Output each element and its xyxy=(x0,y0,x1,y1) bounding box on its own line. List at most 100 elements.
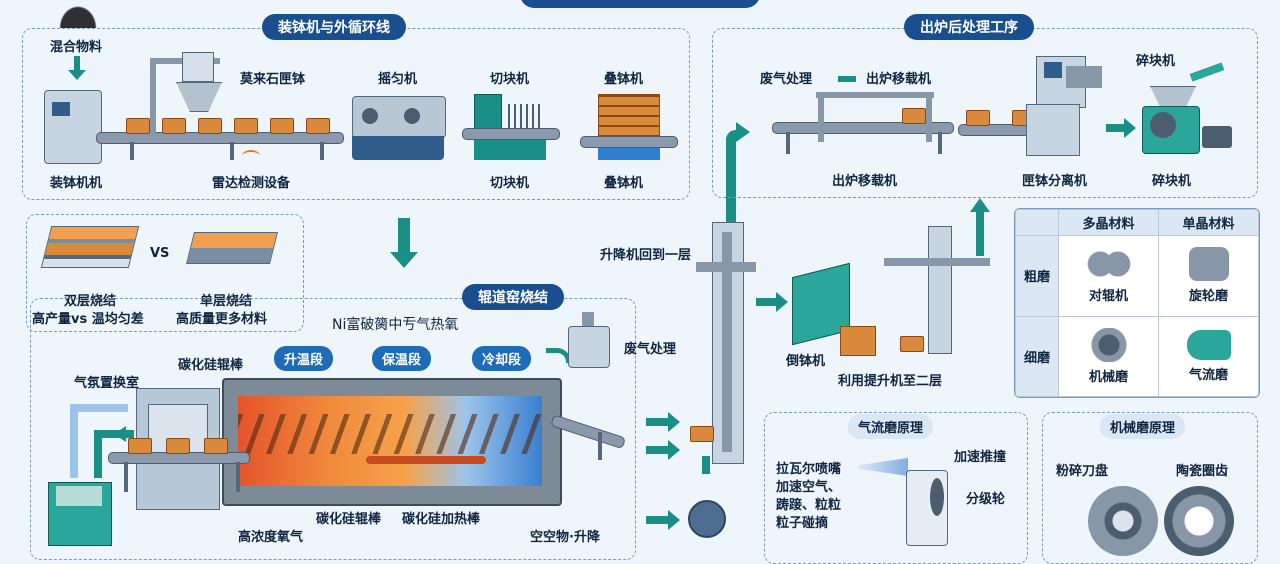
stacked-saggers xyxy=(598,94,660,136)
out-gantry xyxy=(818,94,824,142)
table-cell-mech: 机械磨 xyxy=(1058,315,1159,397)
conveyor-leg xyxy=(320,142,324,160)
out-gantry xyxy=(926,94,932,142)
table-c12: 旋轮磨 xyxy=(1188,289,1228,305)
jet-acc: 加速空气、 xyxy=(776,480,842,495)
lift-up-arrow-icon xyxy=(726,130,736,230)
exhaust-chimney xyxy=(582,312,594,326)
shaker-base xyxy=(352,136,444,160)
separator-label: 匣钵分离机 xyxy=(1022,174,1088,189)
classifier-wheel xyxy=(930,478,944,516)
table-col1: 多晶材料 xyxy=(1058,209,1159,236)
lift-arm xyxy=(696,262,756,272)
vs-label: VS xyxy=(150,246,170,261)
to-dump-arrow-head-icon xyxy=(776,292,788,312)
lift-up-arrow-head-icon xyxy=(736,122,750,142)
crusher-top-label: 碎块机 xyxy=(1136,54,1176,69)
material-pile-icon xyxy=(56,2,100,28)
waste-label: 废气处理 xyxy=(760,72,813,87)
stacker-top-label: 叠钵机 xyxy=(604,72,644,87)
return-arrow-icon xyxy=(70,408,78,478)
to-dump-arrow-icon xyxy=(756,298,778,306)
air-lift-label: 空空物·升降 xyxy=(530,530,600,545)
kiln-exhaust-label: 废气处理 xyxy=(624,342,677,357)
sagger xyxy=(270,118,294,134)
shaker-label: 摇匀机 xyxy=(378,72,418,87)
second-lift-arm xyxy=(884,258,990,266)
section-loading-title: 装钵机与外循环线 xyxy=(262,14,406,40)
exit-arrow-head-icon xyxy=(668,440,680,460)
compare-panel xyxy=(26,214,304,332)
shaker-roll xyxy=(404,108,420,124)
double-roller-icon xyxy=(1086,247,1131,282)
roller-label: 碳化硅辊棒 xyxy=(316,512,382,527)
hopper-post xyxy=(150,60,156,134)
conveyor-leg xyxy=(938,132,942,154)
cutter-base xyxy=(474,140,546,160)
to-crusher-arrow-head-icon xyxy=(1124,118,1136,138)
jet-acc3: 粒子碰摘 xyxy=(776,516,829,531)
loader-screen xyxy=(52,102,70,116)
table-cell-jet: 气流磨 xyxy=(1158,315,1259,397)
section-mech-title: 机械磨原理 xyxy=(1100,414,1186,439)
flow-down-arrow-head-icon xyxy=(390,252,418,268)
mech-ring: 陶瓷圈齿 xyxy=(1176,464,1229,479)
disc-icon xyxy=(1088,486,1158,556)
cutter-conveyor xyxy=(462,128,560,140)
shaker-roll xyxy=(362,108,378,124)
single-layer-icon xyxy=(186,232,278,264)
grind-table: 多晶材料 单晶材料 粗磨 对辊机 旋轮磨 细磨 机械磨 气流磨 xyxy=(1014,208,1260,398)
jet-hit: 加速推撞 xyxy=(954,450,1007,465)
lift-tower-inner xyxy=(722,232,732,452)
ring-icon xyxy=(1164,486,1234,556)
flow-down-arrow-icon xyxy=(398,218,410,252)
mech-mill-icon xyxy=(1086,327,1131,362)
down-arrow-head-icon xyxy=(68,70,86,80)
sagger xyxy=(162,118,186,134)
section-kiln-title: 辊道窑烧结 xyxy=(462,284,564,310)
separator-body xyxy=(1026,104,1080,156)
up-arrow-head-icon xyxy=(970,198,990,212)
lift-back-label: 升降机回到一层 xyxy=(600,248,692,263)
exit-arrow-icon xyxy=(646,516,670,524)
top-banner xyxy=(520,0,760,8)
hold-zone-label: 保温段 xyxy=(372,346,432,371)
stacker-label: 叠钵机 xyxy=(604,176,644,191)
pump xyxy=(688,500,726,538)
separator-screen xyxy=(1044,62,1062,78)
exit-arrow-icon xyxy=(646,418,670,426)
conveyor-leg xyxy=(786,132,790,154)
high-o2-label: 高浓度氧气 xyxy=(238,530,304,545)
return-arrow-head-icon xyxy=(114,426,126,442)
loader-machine xyxy=(44,90,102,164)
jet-cls: 分级轮 xyxy=(966,492,1006,507)
cutter-blades xyxy=(508,104,544,130)
gas-note: Ni富破膐中亐气热氧 xyxy=(332,317,459,333)
table-c11: 对辊机 xyxy=(1088,289,1128,305)
stacker-conveyor xyxy=(580,136,678,148)
second-lift-tower xyxy=(928,226,952,354)
sagger xyxy=(128,438,152,454)
sagger xyxy=(966,110,990,126)
sagger xyxy=(166,438,190,454)
kiln-exit-leg xyxy=(598,432,602,460)
to-crusher-arrow-icon xyxy=(1106,124,1126,132)
rotor-mill-icon xyxy=(1188,247,1229,282)
sagger xyxy=(900,336,924,352)
separator-hood xyxy=(1066,66,1102,88)
out-gantry-top xyxy=(816,92,934,98)
sagger xyxy=(126,118,150,134)
mullite-label: 莫来石匣钵 xyxy=(240,72,306,87)
mix-label: 混合物料 xyxy=(50,40,103,55)
double-title: 双层烧结 xyxy=(64,294,117,309)
table-col2: 单晶材料 xyxy=(1158,209,1259,236)
atmos-label: 气氛置换室 xyxy=(74,376,140,391)
heat-zone-label: 升温段 xyxy=(274,346,334,371)
exit-arrow-head-icon xyxy=(668,510,680,530)
cutter-top-label: 切块机 xyxy=(490,72,530,87)
jet-acc2: 踌踥、粒粒 xyxy=(776,498,842,513)
sagger xyxy=(204,438,228,454)
out-conveyor xyxy=(772,122,954,134)
sagger xyxy=(902,108,926,124)
table-cell-rotor: 旋轮磨 xyxy=(1158,235,1259,317)
